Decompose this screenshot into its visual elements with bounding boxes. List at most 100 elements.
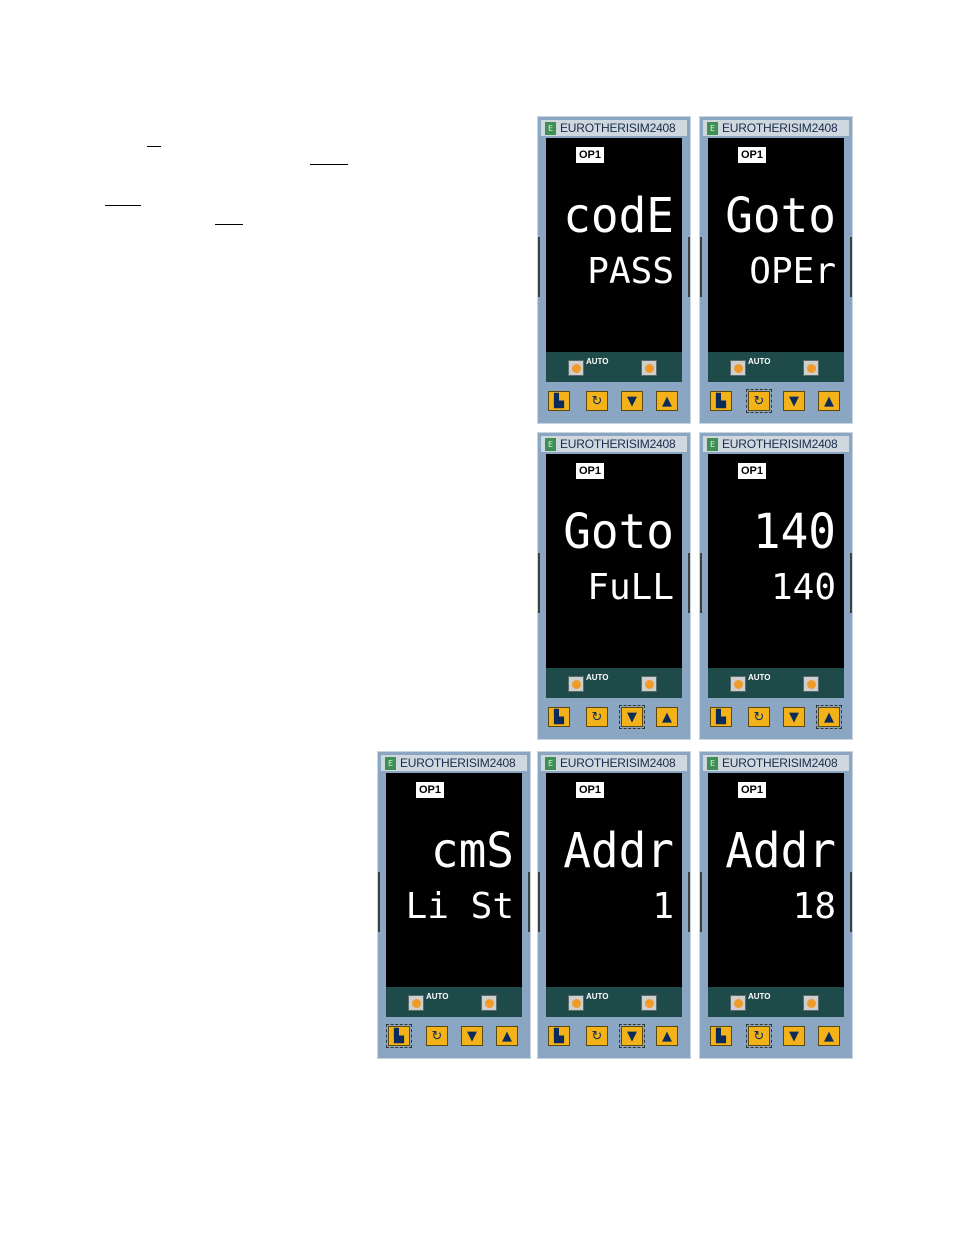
up-arrow-icon: ▲ <box>824 709 834 725</box>
brand-title: EUROTHERISIM2408 <box>560 121 676 135</box>
controller-panel-5: E EUROTHERISIM2408 OP1 cmS Li St AUTO ▙↻… <box>377 751 531 1059</box>
side-notch-left <box>700 553 702 613</box>
up-button[interactable]: ▲ <box>818 1026 840 1046</box>
led-icon <box>734 364 743 373</box>
auto-manual-button[interactable] <box>730 995 746 1011</box>
op1-indicator: OP1 <box>576 147 605 163</box>
down-button[interactable]: ▼ <box>619 705 645 729</box>
upper-readout: cmS <box>430 821 514 879</box>
overline-mark-2 <box>310 164 348 165</box>
keypad: ▙ ↻ ▼ ▲ <box>700 705 852 729</box>
keypad: ▙ ↻ ▼ ▲ <box>700 389 852 413</box>
auto-manual-button[interactable] <box>408 995 424 1011</box>
scroll-icon: ↻ <box>753 1028 765 1044</box>
lcd-display: OP1 140 140 <box>708 454 844 668</box>
down-arrow-icon: ▼ <box>789 1028 799 1044</box>
op1-indicator: OP1 <box>738 782 767 798</box>
control-strip: AUTO <box>386 987 522 1017</box>
down-button[interactable]: ▼ <box>783 391 805 411</box>
up-arrow-icon: ▲ <box>662 709 672 725</box>
down-button[interactable]: ▼ <box>783 707 805 727</box>
scroll-icon: ↻ <box>591 1028 603 1044</box>
lcd-display: OP1 Goto OPEr <box>708 138 844 352</box>
led-icon <box>807 680 816 689</box>
up-button[interactable]: ▲ <box>816 705 842 729</box>
auto-manual-button[interactable] <box>568 995 584 1011</box>
side-notch-left <box>538 872 540 932</box>
led-icon <box>645 680 654 689</box>
side-notch-right <box>528 872 530 932</box>
scroll-button[interactable]: ↻ <box>746 389 772 413</box>
controller-panel-6: E EUROTHERISIM2408 OP1 Addr 1 AUTO ▙↻▼▲ <box>537 751 691 1059</box>
scroll-button[interactable]: ↻ <box>746 1024 772 1048</box>
run-hold-button[interactable] <box>803 676 819 692</box>
side-notch-right <box>688 872 690 932</box>
side-notch-right <box>850 872 852 932</box>
brand-title: EUROTHERISIM2408 <box>560 756 676 770</box>
led-icon <box>485 999 494 1008</box>
page-button[interactable]: ▙ <box>548 1026 570 1046</box>
down-button[interactable]: ▼ <box>621 391 643 411</box>
down-button[interactable]: ▼ <box>783 1026 805 1046</box>
scroll-button[interactable]: ↻ <box>748 707 770 727</box>
lower-readout: 140 <box>770 567 836 608</box>
run-hold-button[interactable] <box>641 995 657 1011</box>
title-bar: E EUROTHERISIM2408 <box>703 120 849 136</box>
led-icon <box>412 999 421 1008</box>
control-strip: AUTO <box>708 987 844 1017</box>
page-button[interactable]: ▙ <box>710 707 732 727</box>
upper-readout: Goto <box>725 186 836 244</box>
eurotherm-logo-icon: E <box>707 121 718 135</box>
down-arrow-icon: ▼ <box>627 393 637 409</box>
controller-panel-4: E EUROTHERISIM2408 OP1 140 140 AUTO ▙↻▼▲ <box>699 432 853 740</box>
op1-indicator: OP1 <box>738 147 767 163</box>
run-hold-button[interactable] <box>641 676 657 692</box>
down-button[interactable]: ▼ <box>619 1024 645 1048</box>
side-notch-left <box>700 872 702 932</box>
led-icon <box>572 364 581 373</box>
run-hold-button[interactable] <box>481 995 497 1011</box>
keypad: ▙ ↻ ▼ ▲ <box>700 1024 852 1048</box>
keypad: ▙ ↻ ▼ ▲ <box>538 391 690 413</box>
up-arrow-icon: ▲ <box>824 393 834 409</box>
up-button[interactable]: ▲ <box>818 391 840 411</box>
down-arrow-icon: ▼ <box>467 1028 477 1044</box>
scroll-button[interactable]: ↻ <box>586 391 608 411</box>
page-icon: ▙ <box>554 1028 564 1044</box>
scroll-button[interactable]: ↻ <box>586 1026 608 1046</box>
auto-manual-button[interactable] <box>568 360 584 376</box>
upper-readout: Addr <box>725 821 836 879</box>
eurotherm-logo-icon: E <box>545 121 556 135</box>
eurotherm-logo-icon: E <box>707 437 718 451</box>
page-button[interactable]: ▙ <box>710 1026 732 1046</box>
auto-manual-button[interactable] <box>730 360 746 376</box>
page-button[interactable]: ▙ <box>386 1024 412 1048</box>
led-icon <box>572 999 581 1008</box>
up-button[interactable]: ▲ <box>656 391 678 411</box>
up-button[interactable]: ▲ <box>656 707 678 727</box>
scroll-icon: ↻ <box>591 393 603 409</box>
auto-label: AUTO <box>748 673 771 682</box>
run-hold-button[interactable] <box>803 360 819 376</box>
auto-manual-button[interactable] <box>730 676 746 692</box>
control-strip: AUTO <box>546 352 682 382</box>
scroll-button[interactable]: ↻ <box>426 1026 448 1046</box>
up-button[interactable]: ▲ <box>656 1026 678 1046</box>
control-strip: AUTO <box>546 987 682 1017</box>
lower-readout: OPEr <box>749 251 836 292</box>
page-button[interactable]: ▙ <box>548 707 570 727</box>
up-button[interactable]: ▲ <box>496 1026 518 1046</box>
page-icon: ▙ <box>716 393 726 409</box>
run-hold-button[interactable] <box>803 995 819 1011</box>
page-button[interactable]: ▙ <box>710 391 732 411</box>
scroll-button[interactable]: ↻ <box>586 707 608 727</box>
controller-panel-3: E EUROTHERISIM2408 OP1 Goto FuLL AUTO ▙↻… <box>537 432 691 740</box>
up-arrow-icon: ▲ <box>662 1028 672 1044</box>
run-hold-button[interactable] <box>641 360 657 376</box>
control-strip: AUTO <box>546 668 682 698</box>
page-button[interactable]: ▙ <box>548 391 570 411</box>
scroll-icon: ↻ <box>753 709 765 725</box>
brand-title: EUROTHERISIM2408 <box>560 437 676 451</box>
auto-manual-button[interactable] <box>568 676 584 692</box>
down-button[interactable]: ▼ <box>461 1026 483 1046</box>
